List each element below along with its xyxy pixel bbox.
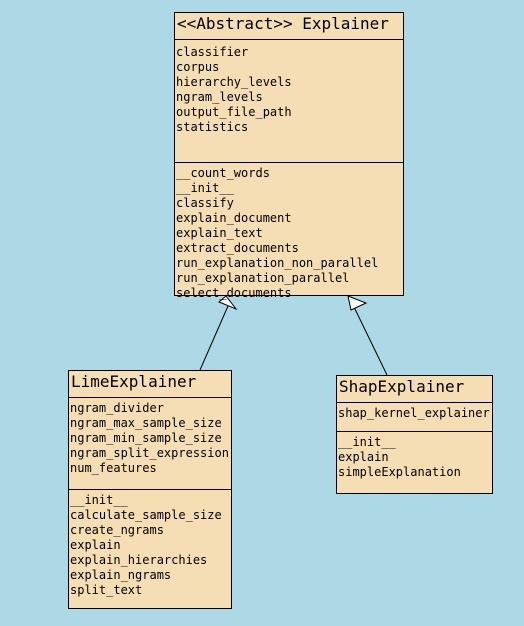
method-item: explain_ngrams [70, 568, 172, 582]
method-item: extract_documents [176, 241, 299, 255]
method-item: simpleExplanation [338, 465, 461, 479]
attribute-item: ngram_divider [70, 401, 164, 415]
attribute-item: classifier [176, 45, 249, 59]
attribute-item: shap_kernel_explainer [338, 406, 490, 420]
shap-inheritance-line [353, 306, 388, 376]
attribute-item: ngram_min_sample_size [70, 431, 222, 445]
method-item: __init__ [176, 181, 234, 195]
attributes-section: shap_kernel_explainer [337, 403, 492, 431]
lime-inheritance-line [199, 305, 229, 371]
method-item: explain [70, 538, 121, 552]
method-item: create_ngrams [70, 523, 164, 537]
class-name: ShapExplainer [337, 376, 492, 403]
method-item: calculate_sample_size [70, 508, 222, 522]
shap-inheritance-arrowhead [347, 295, 368, 311]
attribute-item: output_file_path [176, 105, 292, 119]
attribute-item: statistics [176, 120, 249, 134]
method-item: explain_document [176, 211, 292, 225]
method-item: split_text [70, 583, 143, 597]
class-name: LimeExplainer [69, 371, 231, 398]
method-item: run_explanation_non_parallel [176, 256, 379, 270]
attribute-item: ngram_split_expression [70, 446, 229, 460]
attribute-item: ngram_max_sample_size [70, 416, 222, 430]
method-item: explain_hierarchies [70, 553, 208, 567]
lime-inheritance-arrowhead [218, 295, 238, 311]
method-item: explain [338, 450, 389, 464]
attribute-item: hierarchy_levels [176, 75, 292, 89]
method-item: __count_words [176, 166, 270, 180]
method-item: __init__ [70, 493, 128, 507]
class-box-shap-explainer[interactable]: ShapExplainer shap_kernel_explainer __in… [336, 375, 493, 494]
attribute-item: corpus [176, 60, 220, 74]
attribute-item: num_features [70, 461, 157, 475]
method-item: select_documents [176, 286, 292, 300]
attribute-item: ngram_levels [176, 90, 263, 104]
method-item: classify [176, 196, 234, 210]
method-item: run_explanation_parallel [176, 271, 350, 285]
method-item: explain_text [176, 226, 263, 240]
class-name: <<Abstract>> Explainer [175, 13, 403, 40]
method-item: __init__ [338, 435, 396, 449]
